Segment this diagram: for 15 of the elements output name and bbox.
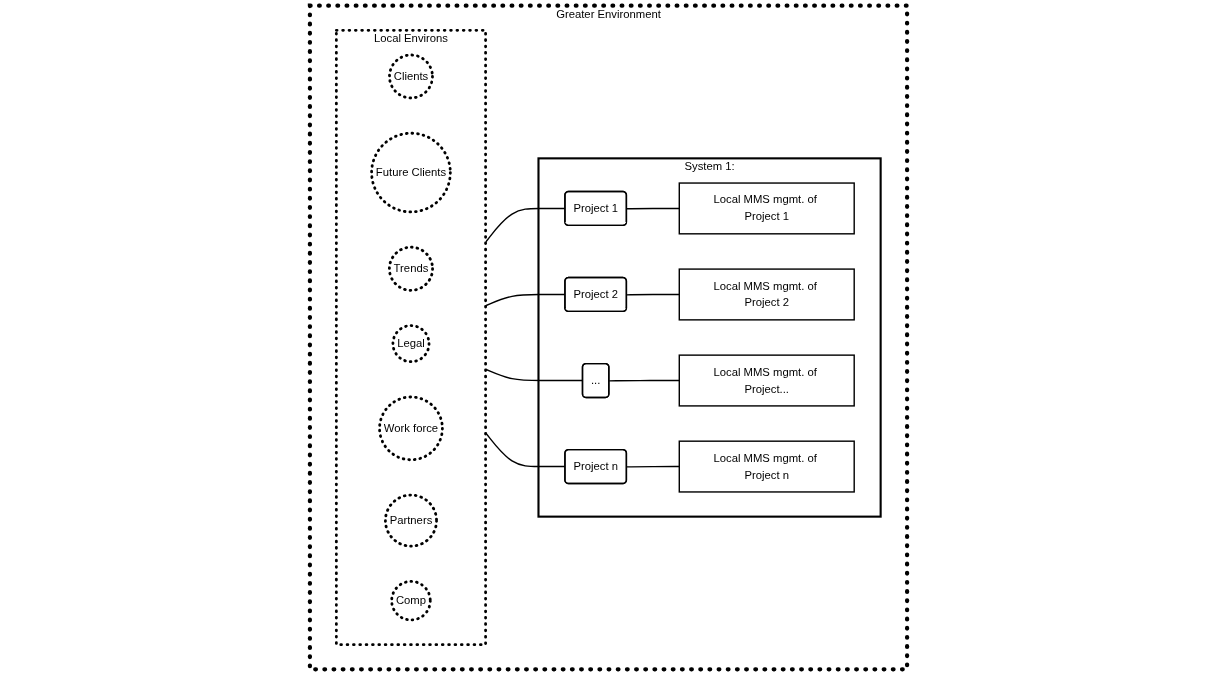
node-circle: Legal — [391, 324, 431, 364]
node-box: Local MMS mgmt. of Project 2 — [678, 268, 855, 321]
connector — [626, 293, 680, 296]
node-circle: Work force — [378, 395, 444, 462]
node-box: Local MMS mgmt. of Project n — [678, 440, 855, 493]
node-circle: Comp — [390, 580, 432, 622]
node-box: Local MMS mgmt. of Project 1 — [678, 182, 855, 235]
node-circle: Partners — [384, 493, 438, 548]
node-circle: Clients — [388, 53, 434, 100]
node-box: Local MMS mgmt. of Project... — [678, 354, 855, 407]
node-circle: Trends — [387, 245, 434, 292]
connector — [626, 465, 680, 468]
node-circle: Future Clients — [370, 131, 452, 214]
connector — [626, 207, 680, 210]
connector — [608, 379, 680, 382]
